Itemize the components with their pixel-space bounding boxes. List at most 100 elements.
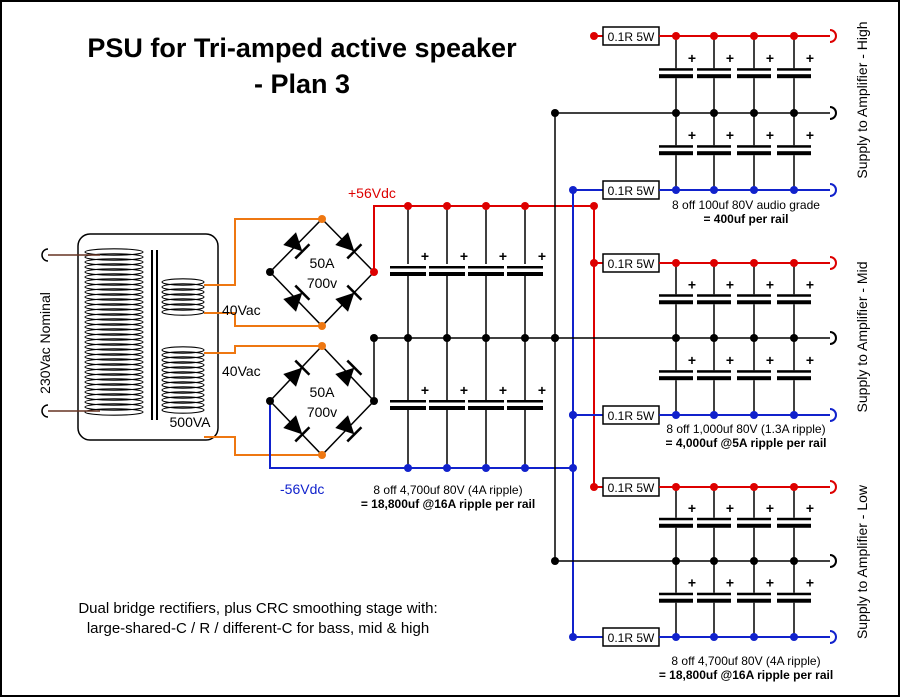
coil-turn: [84, 288, 144, 296]
positive-node: [710, 32, 718, 40]
positive-node: [482, 202, 490, 210]
bridge-lower-current: 50A: [310, 384, 336, 400]
coil-turn: [84, 398, 144, 406]
positive-node: [710, 259, 718, 267]
plus-sign: +: [726, 500, 734, 516]
capacitor-plate: [737, 523, 771, 528]
ground-node: [551, 557, 559, 565]
mid-stage-spec: = 4,000uf @5A ripple per rail: [666, 436, 827, 450]
capacitor-plate: [429, 400, 465, 403]
ground-node: [750, 557, 758, 565]
coil-turn: [84, 363, 144, 371]
resistor-label: 0.1R 5W: [608, 30, 655, 44]
diode-bar: [294, 359, 311, 376]
ground-node: [370, 334, 378, 342]
mains-terminal-top[interactable]: [41, 248, 49, 262]
output-terminal: [829, 106, 837, 120]
generated-components: ++++++++0.1R 5W0.1R 5W++++++++0.1R 5W0.1…: [266, 26, 837, 647]
coil-turn: [84, 278, 144, 286]
capacitor-plate: [390, 400, 426, 403]
transformer-rating: 500VA: [170, 414, 212, 430]
negative-node: [569, 464, 577, 472]
bridge-node: [266, 397, 274, 405]
ac-node: [318, 342, 326, 350]
capacitor-plate: [659, 598, 693, 603]
capacitor-plate: [429, 266, 465, 269]
plus-sign: +: [688, 127, 696, 143]
coil-turn: [161, 381, 205, 389]
plus-sign: +: [806, 276, 814, 292]
coil-turn: [161, 406, 205, 414]
coil-turn: [84, 368, 144, 376]
secondary-winding-upper: [161, 278, 205, 316]
capacitor-plate: [737, 74, 771, 79]
capacitor-plate: [697, 145, 731, 148]
plus-sign: +: [688, 276, 696, 292]
capacitor-plate: [468, 272, 504, 276]
coil-turn: [84, 298, 144, 306]
plus-sign: +: [766, 276, 774, 292]
capacitor-plate: [777, 74, 811, 79]
coil-turn: [84, 268, 144, 276]
capacitor-plate: [777, 523, 811, 528]
capacitor-plate: [737, 300, 771, 305]
ground-node: [710, 109, 718, 117]
coil-turn: [161, 401, 205, 409]
coil-turn: [161, 356, 205, 364]
capacitor-plate: [737, 592, 771, 596]
ground-node: [672, 557, 680, 565]
mains-terminal-bottom[interactable]: [41, 404, 49, 418]
coil-turn: [161, 371, 205, 379]
diode-bar: [346, 243, 363, 260]
plus-sign: +: [460, 248, 468, 264]
primary-winding: [84, 248, 144, 416]
capacitor-plate: [737, 294, 771, 297]
diode-bar: [346, 284, 363, 301]
capacitor-plate: [390, 406, 426, 410]
coil-turn: [161, 391, 205, 399]
coil-turn: [84, 358, 144, 366]
coil-turn: [84, 388, 144, 396]
high-stage-description: 8 off 100uf 80V audio grade: [672, 198, 820, 212]
negative-node: [404, 464, 412, 472]
capacitor-plate: [659, 300, 693, 305]
coil-turn: [84, 253, 144, 261]
positive-feed: [373, 205, 408, 272]
primary-leads: [48, 254, 100, 412]
capacitor-plate: [659, 376, 693, 381]
bridge-rectifier-lower: 50A 700v: [268, 344, 376, 457]
coil-turn: [161, 303, 205, 311]
ground-node: [790, 109, 798, 117]
negative-node: [790, 633, 798, 641]
low-stage-description: 8 off 4,700uf 80V (4A ripple): [671, 654, 820, 668]
capacitor-plate: [507, 406, 543, 410]
notes-line-2: large-shared-C / R / different-C for bas…: [87, 620, 429, 637]
coil-turn: [161, 288, 205, 296]
coil-turn: [161, 351, 205, 359]
ground-node: [482, 334, 490, 342]
output-terminal: [829, 183, 837, 197]
ground-node: [551, 109, 559, 117]
capacitor-plate: [737, 145, 771, 148]
coil-turn: [84, 403, 144, 411]
secondary-lower-voltage: 40Vac: [222, 363, 261, 379]
capacitor-plate: [697, 517, 731, 521]
capacitor-plate: [697, 151, 731, 156]
coil-turn: [84, 408, 144, 416]
coil-turn: [84, 393, 144, 401]
plus-sign: +: [421, 382, 429, 398]
plus-sign: +: [766, 50, 774, 66]
diode-bar: [294, 243, 311, 260]
coil-turn: [84, 378, 144, 386]
capacitor-plate: [777, 376, 811, 381]
plus-sign: +: [806, 127, 814, 143]
coil-turn: [161, 298, 205, 306]
coil-turn: [161, 376, 205, 384]
negative-node: [750, 186, 758, 194]
capacitor-plate: [507, 272, 543, 276]
positive-node: [790, 483, 798, 491]
negative-node: [521, 464, 529, 472]
positive-node: [750, 483, 758, 491]
capacitor-plate: [737, 376, 771, 381]
coil-turn: [84, 373, 144, 381]
